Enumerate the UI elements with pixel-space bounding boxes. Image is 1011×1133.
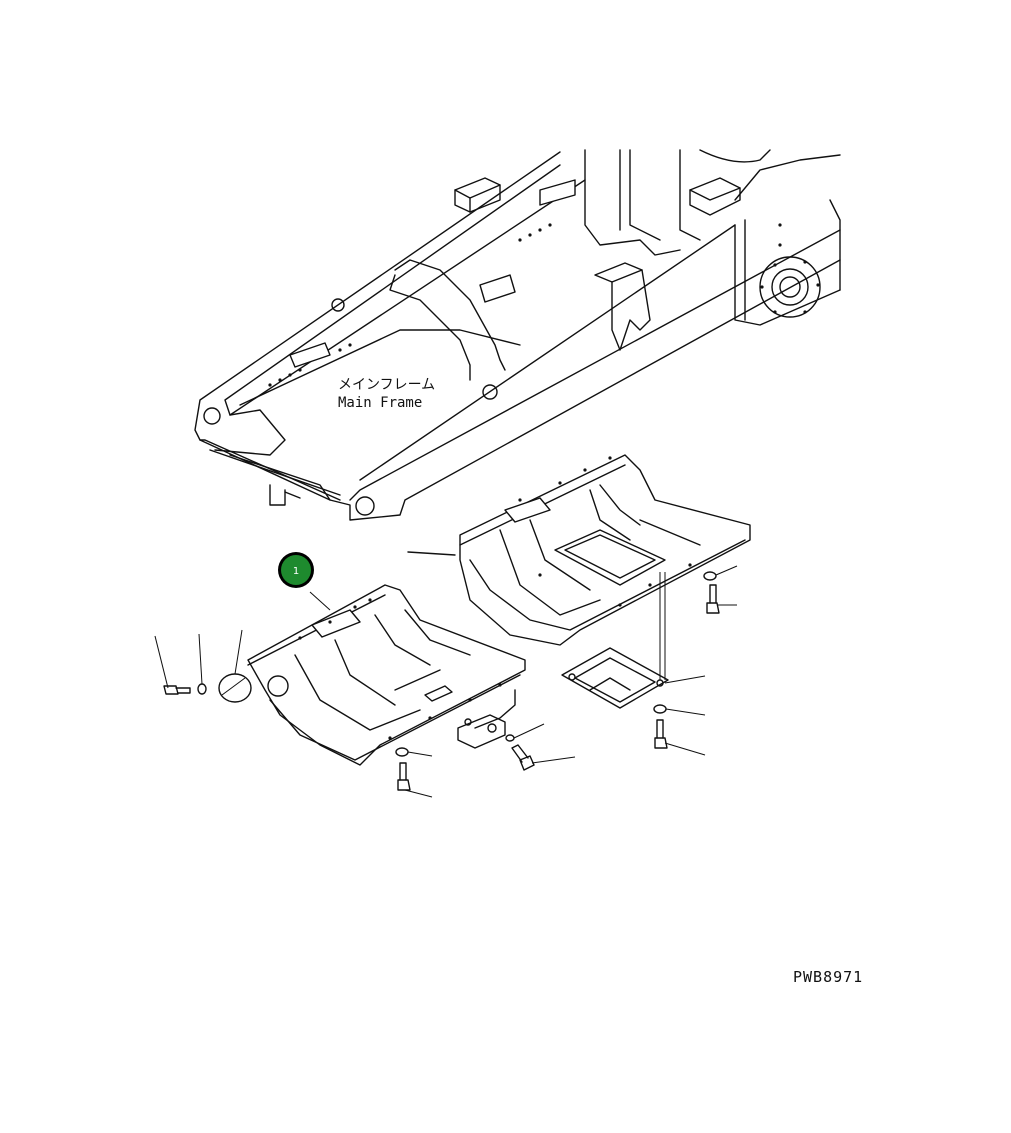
callout-1[interactable]: 1 (278, 552, 314, 588)
cover-plate-icon (561, 572, 706, 709)
drawing-code: PWB8971 (793, 968, 863, 986)
frame-bolt-holes (268, 223, 820, 387)
bolt-icon (154, 584, 737, 798)
main-frame-label-en: Main Frame (338, 395, 422, 411)
washer-icon (197, 565, 738, 757)
front-under-cover (247, 584, 526, 766)
bracket (457, 689, 516, 749)
main-frame (194, 149, 841, 521)
main-frame-label-jp: メインフレーム (338, 377, 435, 393)
rear-under-cover (407, 454, 751, 646)
callout-number: 1 (293, 566, 299, 577)
round-cover-icon (218, 629, 252, 703)
